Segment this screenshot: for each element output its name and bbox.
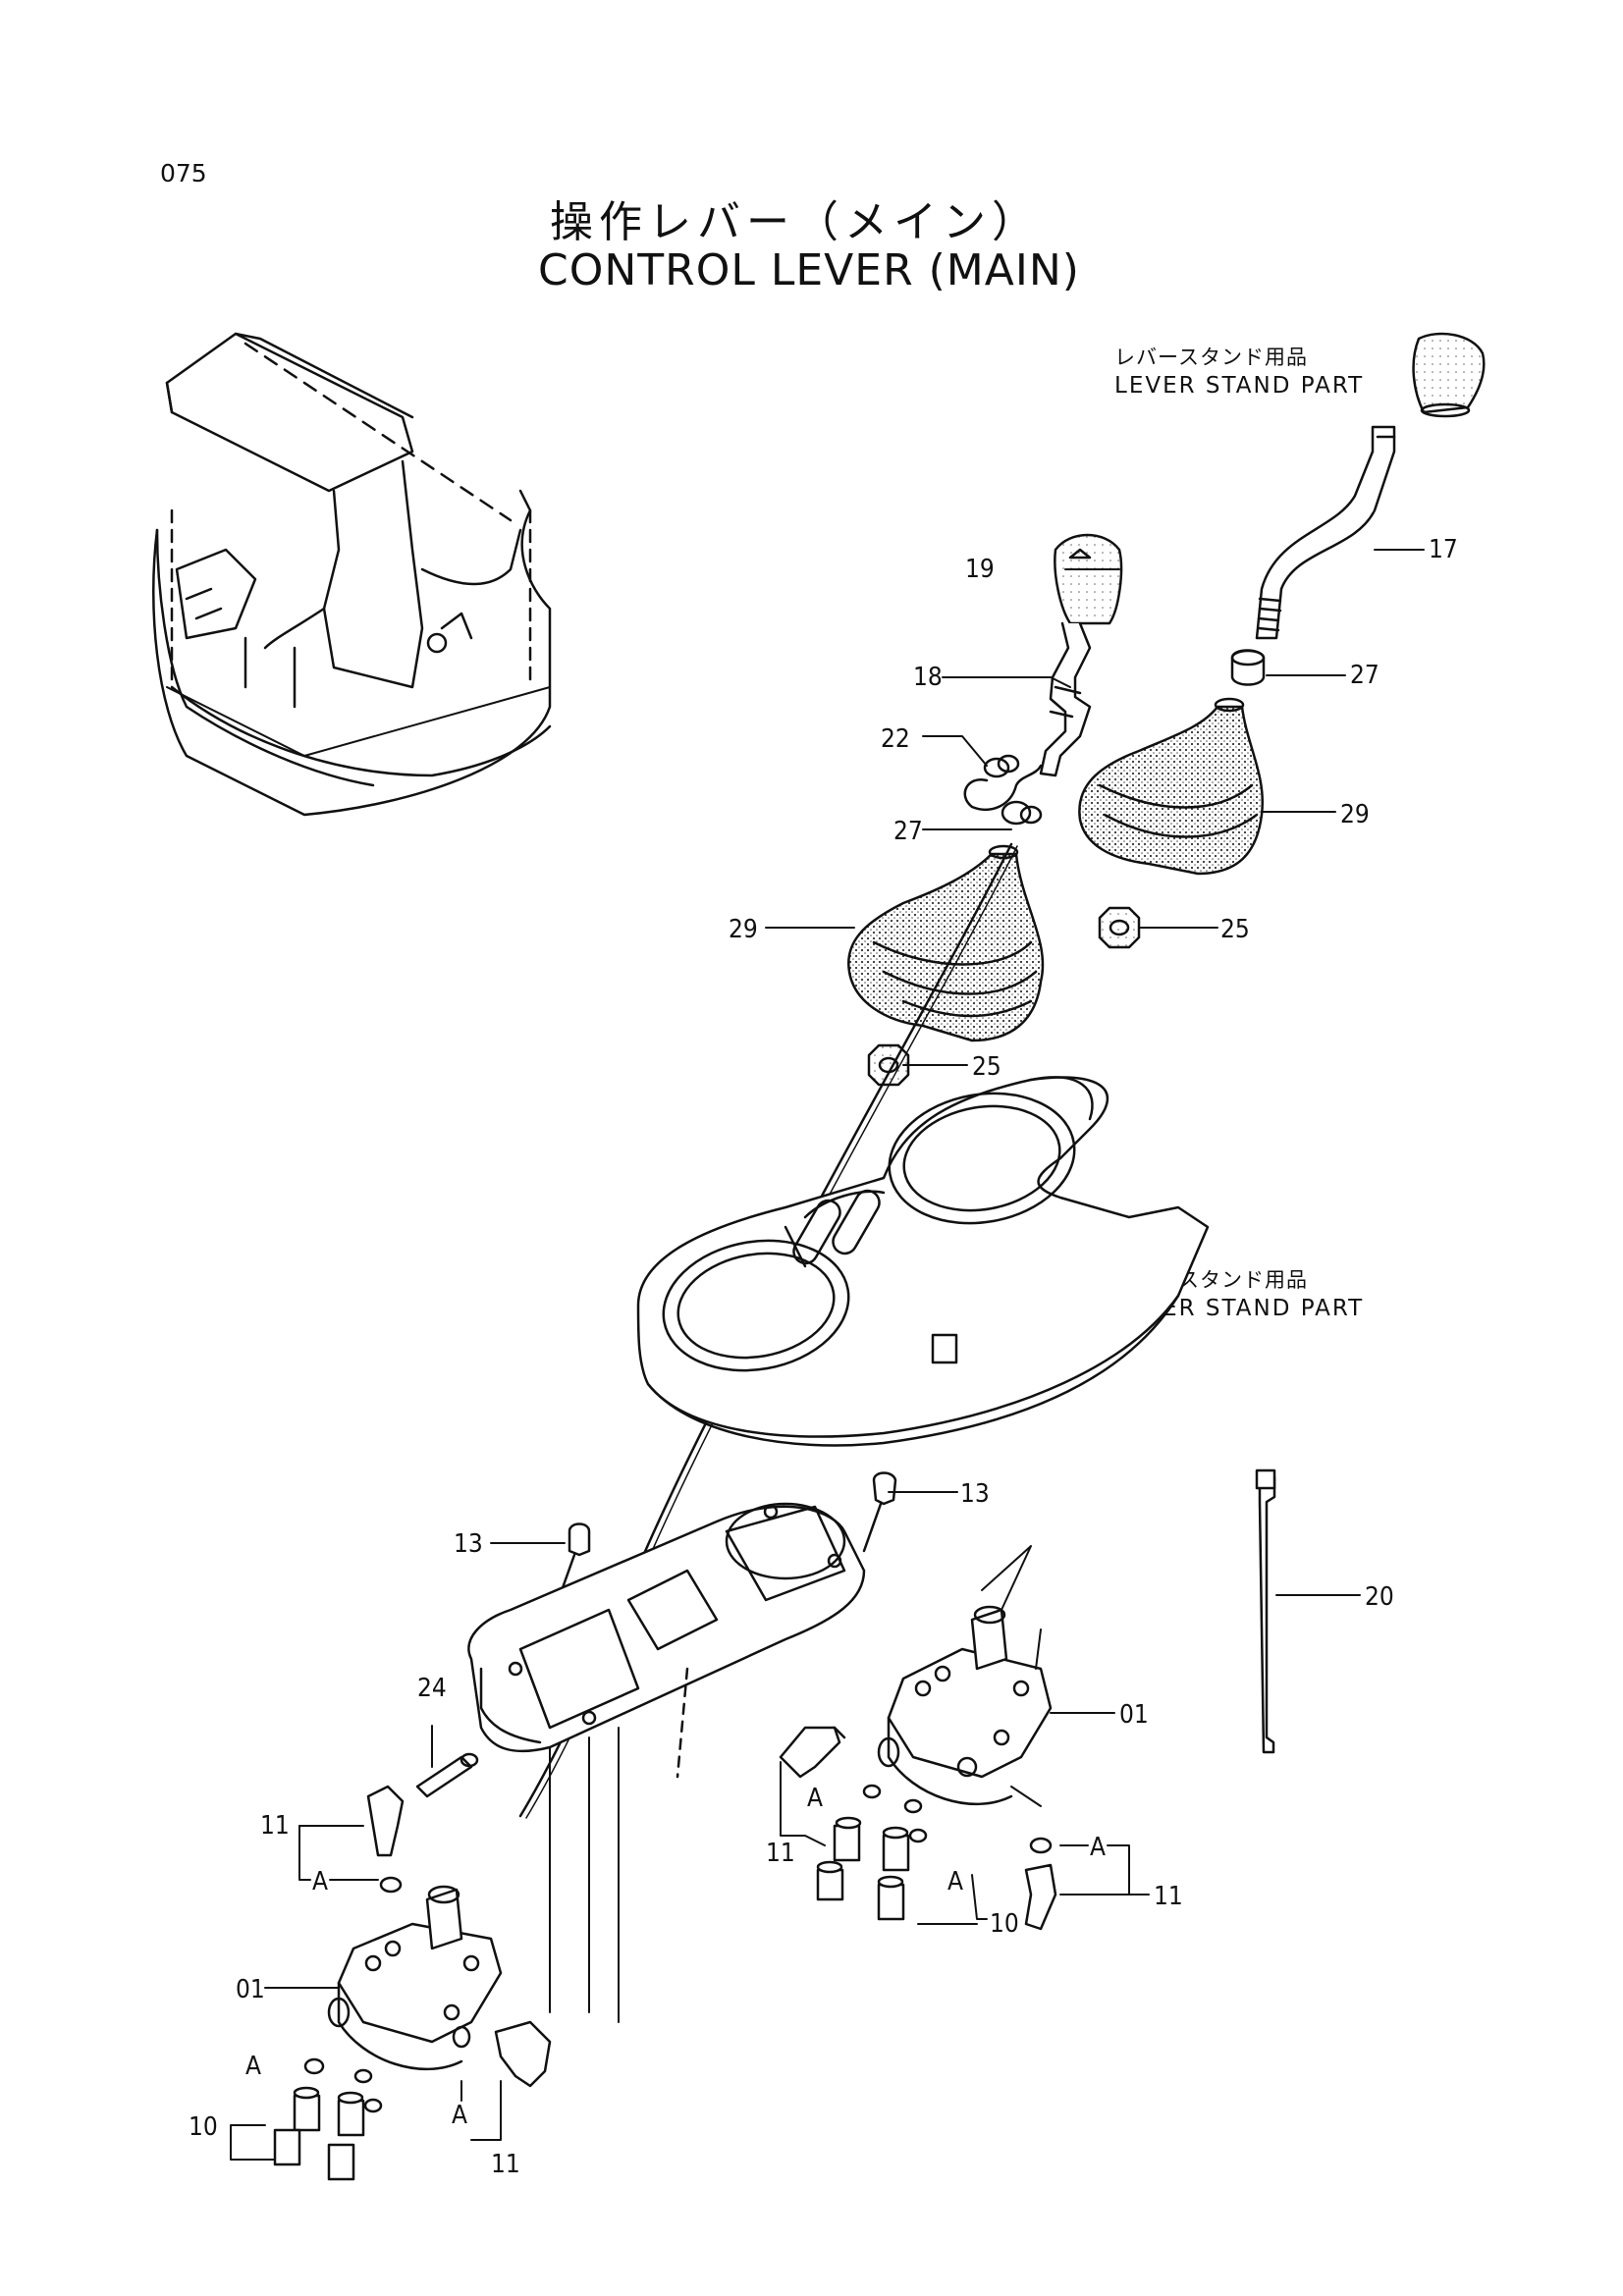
nut-25-right bbox=[1098, 906, 1141, 949]
bolt-13-right bbox=[862, 1471, 897, 1553]
callout-11-upper-left: 11 bbox=[260, 1811, 290, 1841]
cable-loop-22 bbox=[963, 754, 1043, 812]
grip-right bbox=[1412, 332, 1486, 418]
fittings-10-right bbox=[816, 1816, 910, 1921]
callout-20: 20 bbox=[1365, 1582, 1394, 1612]
lever-stand-cover bbox=[636, 1076, 1210, 1447]
callout-01-right: 01 bbox=[1119, 1700, 1149, 1730]
callout-22: 22 bbox=[881, 724, 910, 754]
callout-25-right: 25 bbox=[1220, 915, 1250, 944]
callout-a-left-lower: A bbox=[245, 2052, 261, 2081]
callout-17: 17 bbox=[1429, 535, 1458, 564]
callout-13-right: 13 bbox=[960, 1479, 990, 1509]
elbow-11-upper-right bbox=[779, 1726, 846, 1779]
callout-a-right-middle: A bbox=[947, 1867, 963, 1896]
elbow-11-lower-left bbox=[494, 2020, 552, 2088]
callout-a-right-upper: A bbox=[807, 1784, 823, 1813]
callout-24: 24 bbox=[417, 1674, 447, 1703]
callout-a-right-side: A bbox=[1090, 1833, 1106, 1862]
machine-cab-illustration bbox=[152, 332, 552, 817]
lever-rod-17 bbox=[1255, 425, 1396, 640]
elbow-11-lower-right bbox=[1024, 1863, 1057, 1931]
fittings-10-left bbox=[273, 2086, 365, 2181]
callout-01-left: 01 bbox=[236, 1975, 265, 2004]
callout-29-left: 29 bbox=[729, 915, 758, 944]
callout-11-lower-left: 11 bbox=[491, 2150, 520, 2179]
callout-25-left: 25 bbox=[972, 1052, 1001, 1082]
callout-10-right: 10 bbox=[990, 1909, 1019, 1939]
callout-27-left: 27 bbox=[893, 817, 923, 846]
tie-band-20 bbox=[1255, 1468, 1276, 1754]
title-english: CONTROL LEVER (MAIN) bbox=[538, 245, 1080, 295]
callout-a-left-upper: A bbox=[312, 1867, 328, 1896]
lever-stand-base bbox=[467, 1502, 866, 2023]
callout-29-right: 29 bbox=[1340, 800, 1370, 829]
pilot-valve-01-left bbox=[327, 1885, 503, 2070]
callout-19: 19 bbox=[965, 555, 995, 584]
page-number: 075 bbox=[160, 159, 207, 187]
callout-a-left-bottom: A bbox=[452, 2101, 467, 2130]
lever-stand-note-jp-1: レバースタンド用品 bbox=[1114, 346, 1308, 369]
nut-27-left bbox=[1001, 800, 1043, 826]
elbow-11-upper-left bbox=[366, 1785, 405, 1857]
title-japanese: 操作レバー（メイン） bbox=[550, 197, 1041, 247]
callout-10-left: 10 bbox=[189, 2112, 218, 2142]
boot-29-left bbox=[847, 844, 1045, 1042]
callout-27-right: 27 bbox=[1350, 661, 1380, 690]
callout-18: 18 bbox=[913, 663, 943, 692]
callout-11-right-lower: 11 bbox=[1154, 1882, 1183, 1911]
knob-19 bbox=[1054, 533, 1123, 625]
lever-stand-note-en-1: LEVER STAND PART bbox=[1114, 373, 1365, 399]
callout-11-right-upper: 11 bbox=[766, 1839, 795, 1868]
leader-lines bbox=[230, 549, 1425, 2161]
lever-rod-18 bbox=[1039, 621, 1092, 777]
pin-24 bbox=[415, 1752, 479, 1798]
nut-27-right bbox=[1230, 649, 1266, 686]
callout-13-left: 13 bbox=[454, 1529, 483, 1559]
boot-29-right bbox=[1078, 697, 1265, 876]
pilot-valve-01-right bbox=[877, 1605, 1053, 1805]
